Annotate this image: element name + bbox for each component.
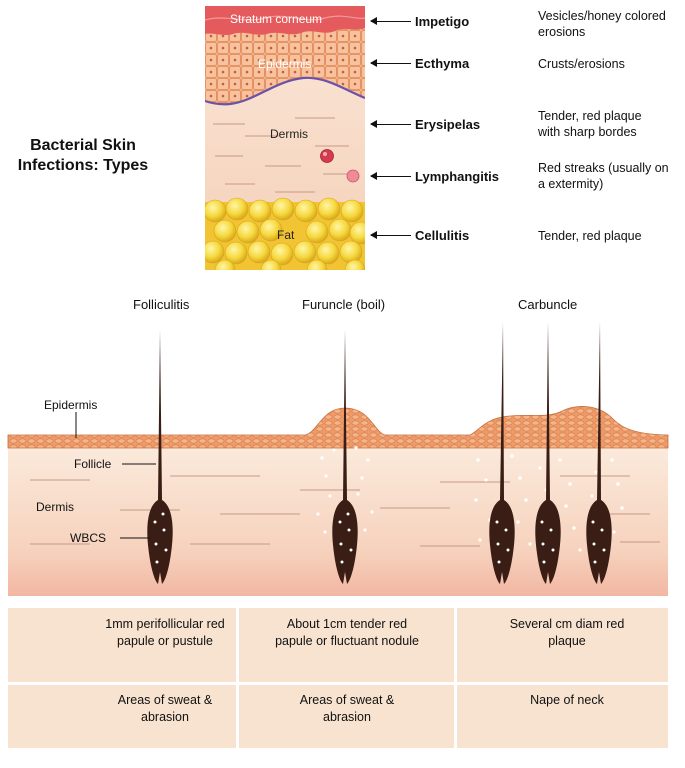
ecthyma-arrow [370,59,411,67]
cellulitis-arrow [370,231,411,239]
stratum-corneum-layer [205,6,365,35]
table-cell: Nape of neck [530,693,604,707]
epidermis-label: Epidermis [258,57,312,71]
infection-name: Impetigo [415,14,470,29]
infection-description: Vesicles/honey colored erosions [538,9,666,39]
lymphangitis-arrow [370,172,411,180]
infection-description: Tender, red plaque [538,229,642,243]
follicle-label: Follicle [74,457,112,471]
table-cell: 1mm perifollicular red papule or pustule [105,617,225,648]
infection-name: Erysipelas [415,117,481,132]
epidermis-label-bottom: Epidermis [44,398,98,412]
infection-name: Cellulitis [415,228,470,243]
follicle-folliculitis [147,330,173,584]
infection-description: Tender, red plaque with sharp bordes [538,109,642,139]
follicle-cross-section [7,322,669,596]
infection-name: Ecthyma [415,56,470,71]
comparison-table [8,608,668,748]
skin-layers-illustration [205,6,365,270]
furuncle-heading: Furuncle (boil) [302,297,386,312]
fat-label: Fat [277,228,295,242]
follicle-carbuncle-2 [535,322,561,584]
infection-description: Red streaks (usually on a extermity) [538,161,669,191]
table-cell: Areas of sweat & abrasion [299,693,395,724]
follicle-furuncle [332,330,358,584]
follicle-carbuncle-1 [489,322,515,584]
carbuncle-heading: Carbuncle [518,297,578,312]
impetigo-arrow [370,17,411,25]
table-cell: Areas of sweat & abrasion [117,693,213,724]
stratum-corneum-label: Stratum corneum [230,12,323,26]
dermis-label-bottom: Dermis [36,500,74,514]
infection-name: Lymphangitis [415,169,500,184]
diagram-title: Bacterial Skin Infections: Types [17,137,149,174]
table-cell: About 1cm tender red papule or fluctuant… [275,617,419,648]
epidermis-strip [7,406,669,449]
dermis-label: Dermis [270,127,308,141]
erysipelas-arrow [370,120,411,128]
follicle-carbuncle-3 [586,322,612,584]
folliculitis-heading: Folliculitis [133,297,190,312]
table-cell: Several cm diam red plaque [509,617,625,648]
wbcs-label: WBCS [70,531,106,545]
infection-description: Crusts/erosions [538,57,625,71]
